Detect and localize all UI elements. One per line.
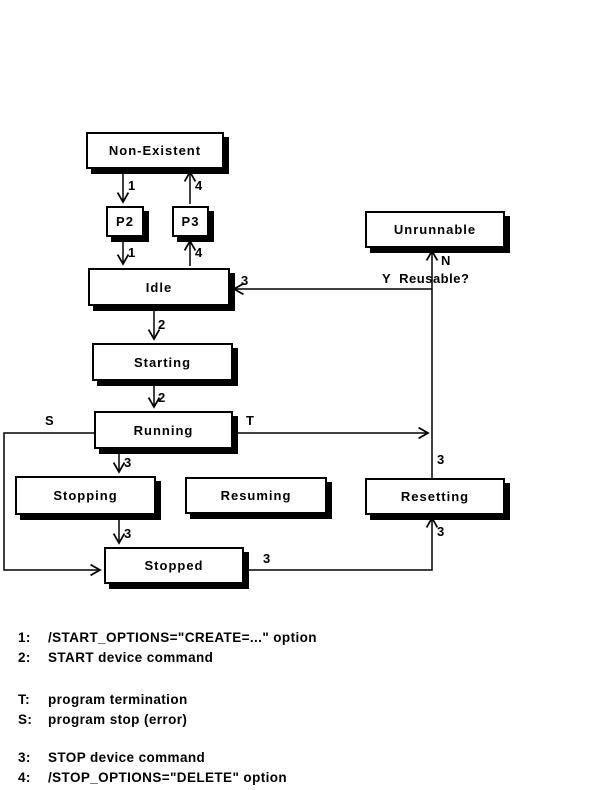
edge-label-2-idle-starting: 2 xyxy=(158,317,166,332)
edge-label-s: S xyxy=(45,413,55,428)
edge-label-3-stopping-stopped: 3 xyxy=(124,526,132,541)
legend-item: 1: /START_OPTIONS="CREATE=..." option xyxy=(18,628,317,648)
legend-key: 1: xyxy=(18,630,31,645)
legend-text: /STOP_OPTIONS="DELETE" option xyxy=(48,770,288,785)
legend-text: program stop (error) xyxy=(48,712,188,727)
edge-label-3-below-resetting: 3 xyxy=(437,524,445,539)
node-starting: Starting xyxy=(92,343,233,381)
legend-text: program termination xyxy=(48,692,188,707)
legend-group-stop: 3: STOP device command 4: /STOP_OPTIONS=… xyxy=(18,748,287,788)
legend-text: START device command xyxy=(48,650,214,665)
legend-item: 4: /STOP_OPTIONS="DELETE" option xyxy=(18,768,287,788)
edge-label-4-bottom: 4 xyxy=(195,245,203,260)
edge-label-1-bottom: 1 xyxy=(128,245,136,260)
node-stopped: Stopped xyxy=(104,547,244,584)
edge-label-3-running-stopping: 3 xyxy=(124,455,132,470)
legend-key: T: xyxy=(18,692,31,707)
node-p2: P2 xyxy=(106,206,144,237)
node-resetting: Resetting xyxy=(365,478,505,515)
legend-text: /START_OPTIONS="CREATE=..." option xyxy=(48,630,317,645)
legend-text: STOP device command xyxy=(48,750,206,765)
edge-running-s-to-stopped xyxy=(3,432,102,577)
node-idle: Idle xyxy=(88,268,230,306)
legend-key: 3: xyxy=(18,750,31,765)
edge-label-3-stopped-right: 3 xyxy=(263,551,271,566)
edge-stopped-to-resetting xyxy=(244,516,439,571)
edge-label-2-starting-running: 2 xyxy=(158,390,166,405)
edge-label-n: N xyxy=(441,253,451,268)
node-p3: P3 xyxy=(172,206,209,237)
edge-label-4-top: 4 xyxy=(195,178,203,193)
legend-item: 2: START device command xyxy=(18,648,317,668)
node-stopping: Stopping xyxy=(15,476,156,515)
legend-key: 2: xyxy=(18,650,31,665)
node-non-existent: Non-Existent xyxy=(86,132,224,169)
edge-label-1-top: 1 xyxy=(128,178,136,193)
legend-key: S: xyxy=(18,712,33,727)
edge-label-t: T xyxy=(246,413,255,428)
legend-item: T: program termination xyxy=(18,690,188,710)
legend-item: S: program stop (error) xyxy=(18,710,188,730)
node-unrunnable: Unrunnable xyxy=(365,211,505,248)
legend-group-start: 1: /START_OPTIONS="CREATE=..." option 2:… xyxy=(18,628,317,668)
legend-item: 3: STOP device command xyxy=(18,748,287,768)
edge-label-3-into-idle: 3 xyxy=(241,273,249,288)
legend-key: 4: xyxy=(18,770,31,785)
node-resuming: Resuming xyxy=(185,477,327,514)
node-running: Running xyxy=(94,411,233,449)
edge-label-3-above-resetting: 3 xyxy=(437,452,445,467)
legend-group-program: T: program termination S: program stop (… xyxy=(18,690,188,730)
edge-label-y-reusable: Y Reusable? xyxy=(382,271,470,286)
